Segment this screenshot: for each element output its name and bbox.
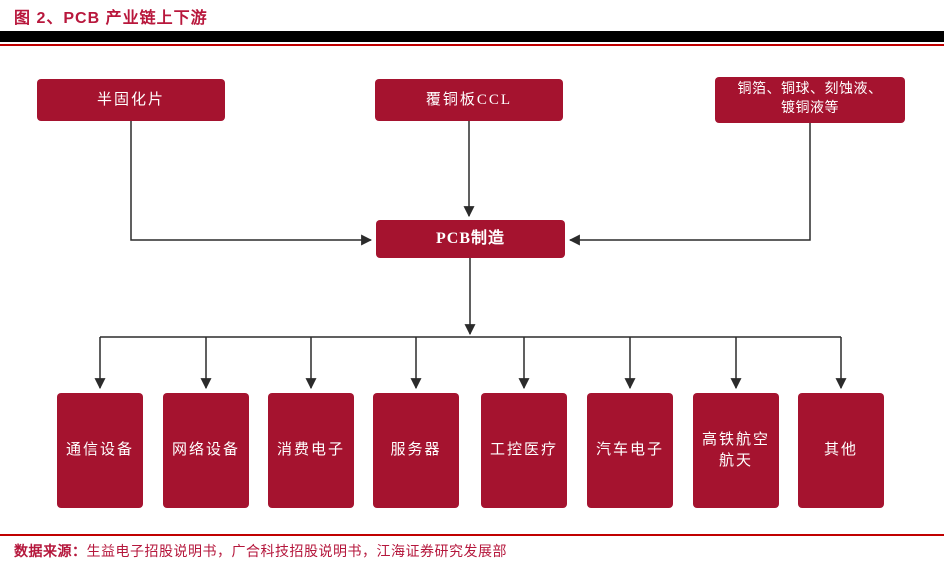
data-source-label: 数据来源： <box>14 545 87 560</box>
upstream-box-prepreg: 半固化片 <box>37 79 225 121</box>
footer-red-rule <box>0 534 944 536</box>
downstream-box-other: 其他 <box>798 393 884 508</box>
downstream-box-telecom: 通信设备 <box>57 393 143 508</box>
header-black-bar <box>0 31 944 42</box>
pcb-manufacturing-box: PCB制造 <box>376 220 565 258</box>
figure-title: 图 2、PCB 产业链上下游 <box>14 10 208 27</box>
downstream-box-automotive: 汽车电子 <box>587 393 673 508</box>
upstream-box-materials: 铜箔、铜球、刻蚀液、 镀铜液等 <box>715 77 905 123</box>
data-source-line: 数据来源：生益电子招股说明书，广合科技招股说明书，江海证券研究发展部 <box>14 541 507 561</box>
downstream-box-server: 服务器 <box>373 393 459 508</box>
header-red-rule <box>0 44 944 46</box>
downstream-box-consumer: 消费电子 <box>268 393 354 508</box>
downstream-box-rail-aerospace: 高铁航空 航天 <box>693 393 779 508</box>
upstream-box-ccl: 覆铜板CCL <box>375 79 563 121</box>
downstream-box-industrial-medical: 工控医疗 <box>481 393 567 508</box>
downstream-box-network: 网络设备 <box>163 393 249 508</box>
data-source-text: 生益电子招股说明书，广合科技招股说明书，江海证券研究发展部 <box>86 545 507 560</box>
